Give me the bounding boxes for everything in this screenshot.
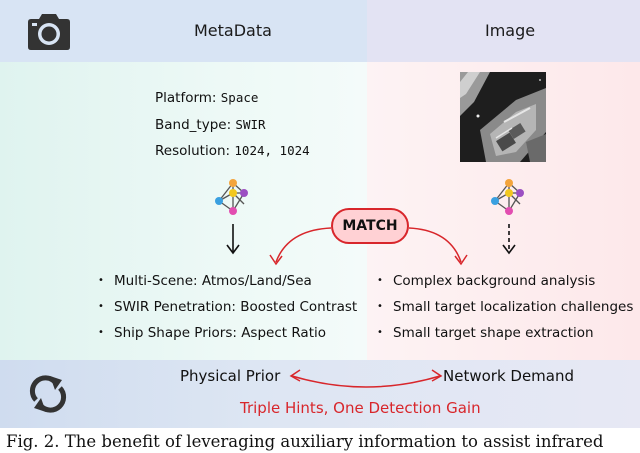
right-bullet-text: Small target shape extraction [393, 325, 594, 341]
list-item: • Small target localization challenges [377, 299, 633, 315]
list-item: • SWIR Penetration: Boosted Contrast [98, 299, 357, 315]
bullet-dot: • [377, 327, 383, 338]
footer-band [0, 360, 640, 428]
metadata-resolution: Resolution: 1024, 1024 [155, 143, 310, 159]
metadata-platform-label: Platform: [155, 90, 217, 106]
metadata-panel [0, 62, 367, 360]
camera-icon [28, 14, 70, 50]
image-header: Image [485, 21, 536, 40]
right-bullet-text: Complex background analysis [393, 273, 596, 289]
metadata-platform: Platform: Space [155, 90, 258, 106]
left-bullet-text: Multi-Scene: Atmos/Land/Sea [114, 273, 312, 289]
metadata-header: MetaData [194, 21, 272, 40]
bullet-dot: • [377, 301, 383, 312]
match-badge: MATCH [331, 208, 409, 244]
bidirectional-arrow-icon [289, 369, 443, 388]
header-band-right [367, 0, 640, 62]
bullet-dot: • [98, 327, 104, 338]
infrared-image-thumbnail [460, 72, 546, 162]
network-nodes-icon-right [491, 179, 524, 215]
bullet-dot: • [377, 275, 383, 286]
network-nodes-icon [215, 179, 248, 215]
tagline: Triple Hints, One Detection Gain [240, 399, 481, 417]
metadata-resolution-value: 1024, 1024 [234, 143, 310, 158]
bullet-dot: • [98, 275, 104, 286]
right-bullet-text: Small target localization challenges [393, 299, 634, 315]
metadata-band-type: Band_type: SWIR [155, 117, 266, 133]
list-item: • Ship Shape Priors: Aspect Ratio [98, 325, 326, 341]
metadata-platform-value: Space [220, 90, 259, 105]
list-item: • Complex background analysis [377, 273, 595, 289]
metadata-band-type-value: SWIR [235, 117, 266, 132]
match-arrows [269, 227, 468, 266]
solid-down-arrow-icon [226, 224, 240, 255]
list-item: • Small target shape extraction [377, 325, 594, 341]
sync-arrows-icon [29, 375, 67, 413]
bullet-dot: • [98, 301, 104, 312]
list-item: • Multi-Scene: Atmos/Land/Sea [98, 273, 312, 289]
metadata-band-type-label: Band_type: [155, 117, 232, 133]
left-bullet-text: SWIR Penetration: Boosted Contrast [114, 299, 358, 315]
dashed-down-arrow-icon [502, 224, 516, 255]
network-demand-label: Network Demand [443, 367, 575, 385]
metadata-resolution-label: Resolution: [155, 143, 231, 159]
left-bullet-text: Ship Shape Priors: Aspect Ratio [114, 325, 326, 341]
figure-caption: Fig. 2. The benefit of leveraging auxili… [6, 432, 604, 451]
physical-prior-label: Physical Prior [180, 367, 281, 385]
